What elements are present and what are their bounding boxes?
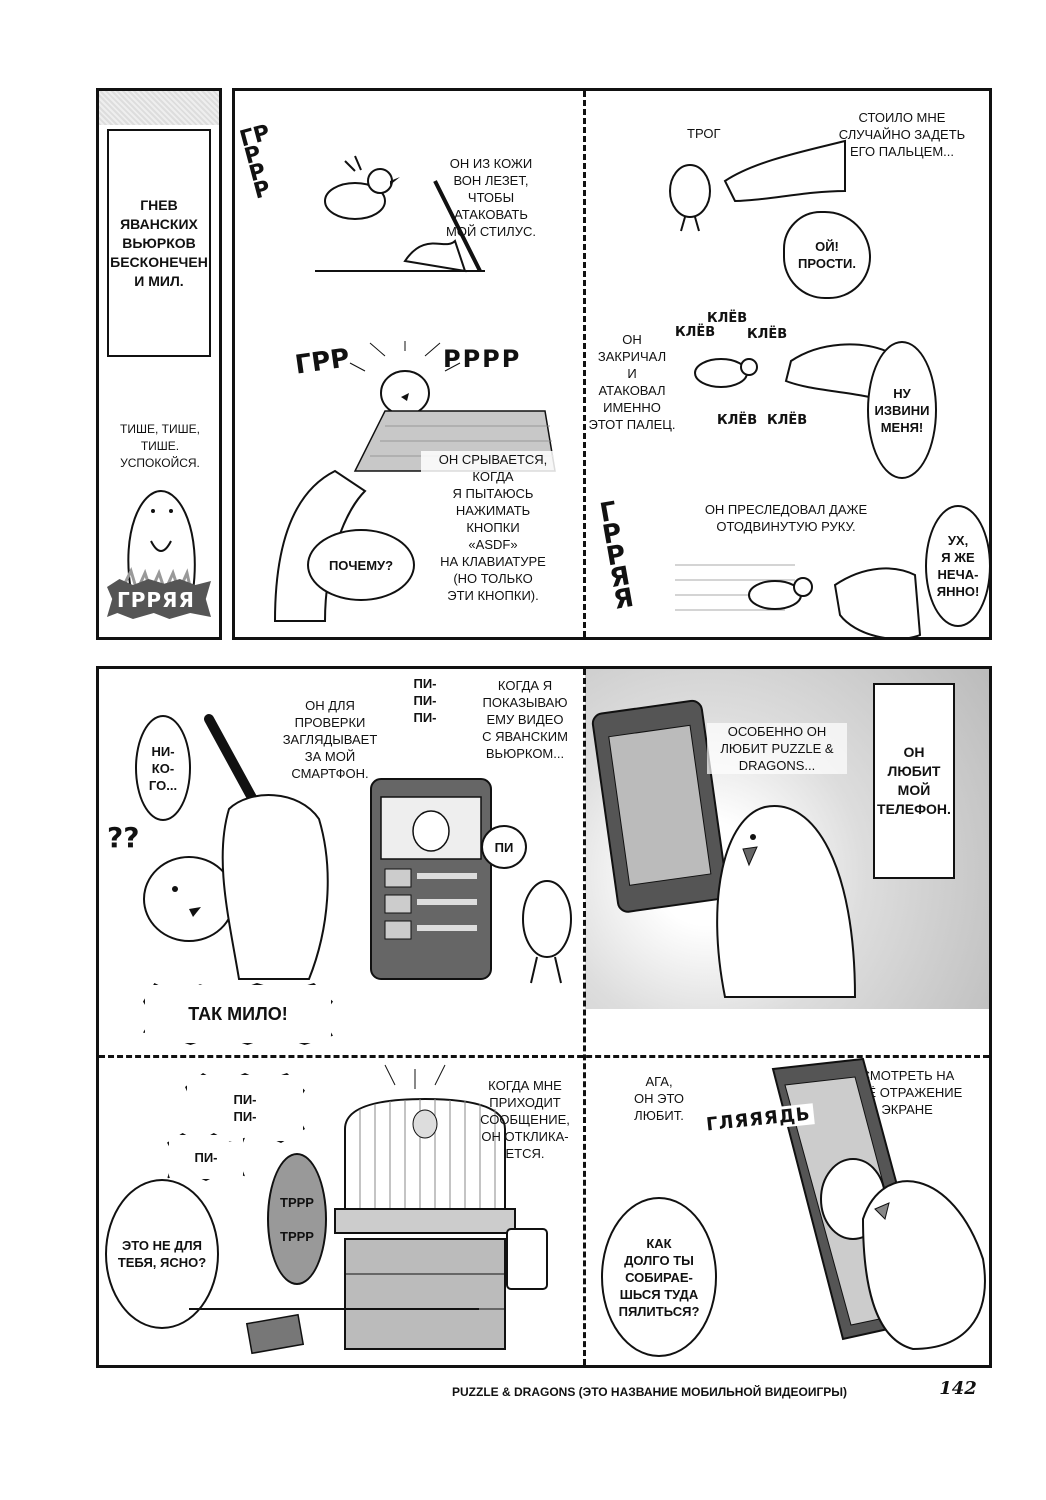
loves-phone-caption: Он любит мой телефон. bbox=[873, 683, 955, 879]
aga-text: АГА, ОН ЭТО ЛЮБИТ. bbox=[634, 1074, 684, 1123]
bottom-panel-vdivider bbox=[583, 669, 586, 1365]
page-number: 142 bbox=[939, 1378, 977, 1399]
not-for-you-bubble: ЭТО НЕ ДЛЯ ТЕБЯ, ЯСНО? bbox=[105, 1179, 219, 1329]
footer-note: PUZZLE & DRAGONS (ЭТО НАЗВАНИЕ МОБИЛЬНОЙ… bbox=[452, 1385, 848, 1399]
why-bubble: ПОЧЕМУ? bbox=[307, 529, 415, 601]
desk-with-phone-and-cup bbox=[189, 1228, 548, 1355]
smartphone-with-bird bbox=[591, 699, 857, 998]
question-marks: ?? bbox=[107, 821, 140, 854]
narration-peek: Он для проверки заглядывает за мой смарт… bbox=[282, 698, 378, 781]
sfx-pipipi: ПИ- ПИ- ПИ- bbox=[413, 676, 437, 725]
calm-ghost-figure bbox=[119, 489, 196, 596]
grr-badge-label: ГРРЯЯ bbox=[117, 588, 195, 612]
sfx-peck-2: КЛЁВ bbox=[707, 311, 748, 326]
side-caption: Гнев яванских вьюрков бесконечен и мил. bbox=[107, 129, 211, 357]
pi-bubble: ПИ bbox=[481, 825, 527, 869]
sfx-trog: ТРОГ bbox=[687, 126, 721, 141]
bird-touched-by-finger bbox=[669, 139, 846, 232]
narration-finger: Стоило мне случайно задеть его пальцем..… bbox=[838, 110, 966, 159]
sfx-rrrr: РРРР bbox=[443, 345, 522, 373]
sfx-peck-3: КЛЁВ bbox=[747, 327, 788, 342]
sfx-grr-small: ГР Р Р Р bbox=[237, 120, 274, 205]
narration-reflection: И смотреть на своё отражение в экране bbox=[840, 1068, 963, 1117]
narration-chase: Он преследовал даже отодвинутую руку. bbox=[704, 502, 868, 534]
accident-bubble: УХ, Я ЖЕ НЕЧА- ЯННО! bbox=[925, 505, 989, 627]
grr-badge bbox=[107, 579, 211, 619]
bird-pecking-hand bbox=[694, 343, 887, 403]
nobody-bubble: НИ- КО- ГО... bbox=[135, 715, 191, 821]
narration-stylus: Он из кожи вон лезет, чтобы атаковать мо… bbox=[446, 156, 536, 239]
bird-cage-on-cabinet bbox=[334, 1064, 516, 1350]
hush-text: Тише, тише, тише. Успокойся. bbox=[120, 422, 200, 470]
sfx-peck-1: КЛЁВ bbox=[675, 325, 716, 340]
bottom-panel: НИ- КО- ГО... ?? Он для проверки загляды… bbox=[96, 666, 992, 1368]
narration-video: Когда я показываю ему видео с яванским в… bbox=[482, 678, 568, 761]
how-long-bubble: КАК ДОЛГО ТЫ СОБИРАЕ- ШЬСЯ ТУДА ПЯЛИТЬСЯ… bbox=[601, 1197, 717, 1357]
sorry-again-bubble: НУ ИЗВИНИ МЕНЯ! bbox=[867, 341, 937, 479]
narration-keyboard: Он срывается, когда я пытаюсь нажимать к… bbox=[421, 451, 565, 604]
bird-attacking-stylus bbox=[315, 155, 485, 273]
bottom-panel-hdivider bbox=[99, 1055, 989, 1058]
narration-message: Когда мне приходит сообщение, он отклика… bbox=[480, 1078, 570, 1161]
side-panel-gray-header bbox=[99, 91, 219, 125]
sfx-peck-4: КЛЁВ bbox=[717, 413, 758, 428]
sfx-peck-5: КЛЁВ bbox=[767, 413, 808, 428]
bird-peeking-phone bbox=[143, 714, 329, 980]
pipi-bubble: ПИ- ПИ- bbox=[185, 1073, 305, 1143]
sfx-grrya: ГРРЯЯ bbox=[597, 496, 637, 616]
sorry-bubble: ОЙ! ПРОСТИ. bbox=[783, 211, 871, 299]
bird-chasing-hand bbox=[675, 564, 922, 637]
white-bird-watching bbox=[522, 880, 572, 984]
phone-showing-bird-video bbox=[370, 778, 492, 980]
narration-puzzle: Особенно он любит Puzzle & Dragons... bbox=[707, 723, 847, 774]
so-cute-bubble: ТАК МИЛО! bbox=[143, 983, 333, 1045]
top-panel-divider bbox=[583, 91, 586, 637]
side-panel: Гнев яванских вьюрков бесконечен и мил. … bbox=[96, 88, 222, 640]
bird-looking-at-reflection bbox=[771, 1057, 986, 1351]
trrr-bubble: ТРРР ТРРР bbox=[267, 1153, 327, 1285]
narration-attack: Он закричал и атаковал именно этот палец… bbox=[588, 332, 676, 432]
top-panel: ГР Р Р Р Он из кожи вон лезет, чтобы ата… bbox=[232, 88, 992, 640]
